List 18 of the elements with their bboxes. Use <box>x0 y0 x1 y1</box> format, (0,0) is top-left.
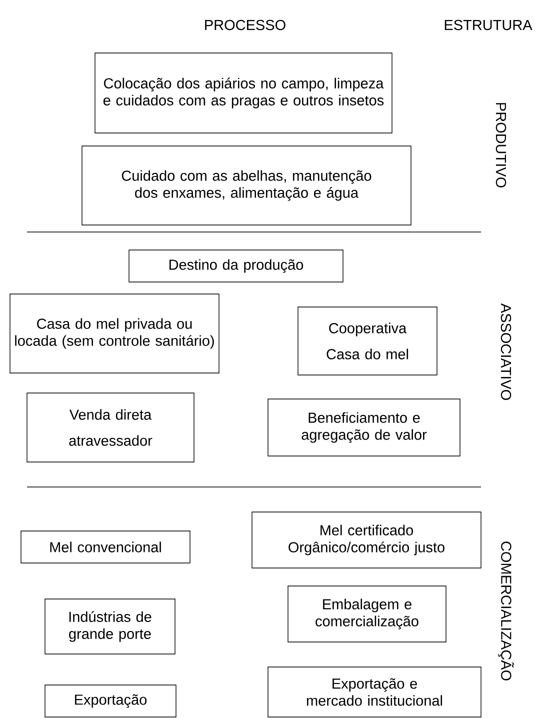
section-label: COMERCIALIZAÇÃO <box>498 542 514 680</box>
text-box: Exportação <box>44 684 176 718</box>
text-box: Cuidado com as abelhas, manutenção dos enxames, alimentação e água <box>82 146 412 226</box>
text-box: Casa do mel privada ou locada (sem controle sanitário) <box>10 294 220 374</box>
text-box: Mel convencional <box>20 530 190 564</box>
text-box: Exportação e mercado institucional <box>268 666 482 718</box>
text-box: Colocação dos apiários no campo, limpeza e cuidados com as pragas e outros insetos <box>94 52 392 134</box>
column-heading: PROCESSO <box>205 20 286 30</box>
column-heading: ESTRUTURA <box>444 20 532 30</box>
section-label: PRODUTIVO <box>496 103 506 188</box>
text-box: Venda direta atravessador <box>26 392 194 462</box>
text-box: Mel certificado Orgânico/comércio justo <box>252 512 482 568</box>
text-box: Cooperativa Casa do mel <box>298 306 438 376</box>
text-box: Embalagem e comercialização <box>288 586 446 642</box>
section-label: ASSOCIATIVO <box>500 303 512 400</box>
text-box: Indústrias de grande porte <box>44 598 176 654</box>
text-box: Beneficiamento e agregação de valor <box>268 398 460 456</box>
text-box: Destino da produção <box>128 250 344 282</box>
